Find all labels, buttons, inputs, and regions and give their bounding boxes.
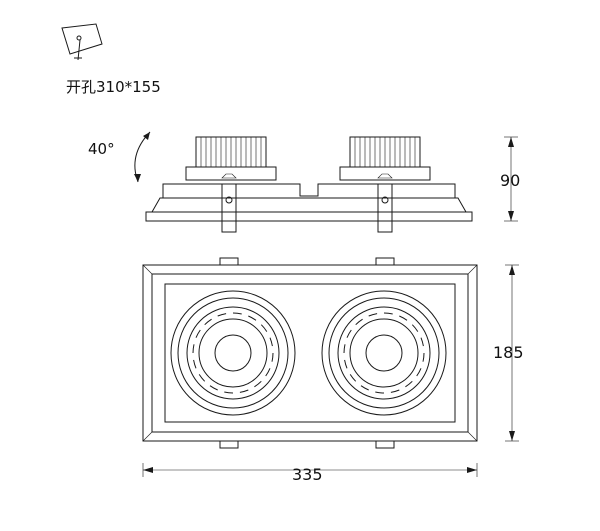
tilt-angle-label: 40° <box>88 140 115 158</box>
side-view-right-clip <box>377 173 393 233</box>
side-view-left-clip <box>221 173 237 233</box>
front-height-label: 185 <box>493 343 524 362</box>
front-height-dimension <box>505 264 519 442</box>
width-dimension <box>142 463 478 477</box>
front-view-right-lamp <box>321 290 447 416</box>
side-height-label: 90 <box>500 171 521 190</box>
tilt-arrow <box>134 131 151 183</box>
front-view-left-lamp <box>170 290 296 416</box>
overall-width-label: 335 <box>292 465 323 484</box>
side-view-left-heatsink <box>185 136 277 181</box>
cutout-size-label: 开孔310*155 <box>66 78 161 96</box>
side-view-right-heatsink <box>339 136 431 181</box>
side-height-dimension <box>504 136 518 222</box>
front-view <box>142 257 478 449</box>
side-view <box>134 131 473 233</box>
hand-hanging-tag-icon <box>61 23 103 61</box>
